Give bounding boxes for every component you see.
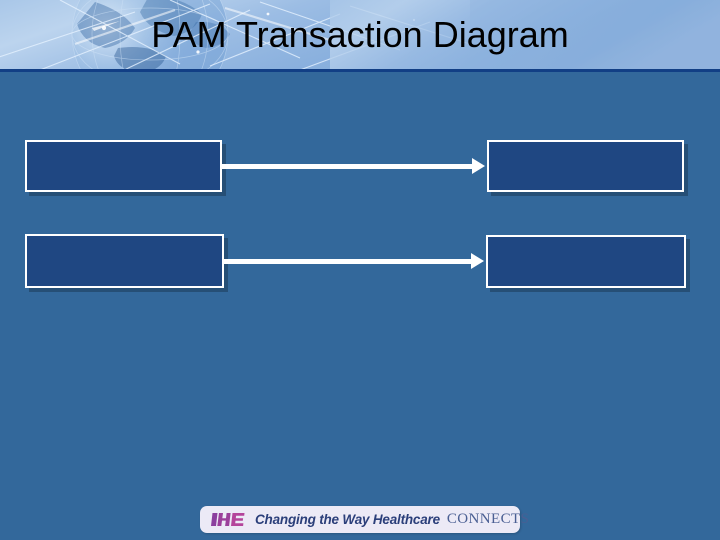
footer-tagline-main: Changing the Way Healthcare <box>255 512 440 527</box>
diagram-node-top-right[interactable] <box>487 140 684 192</box>
slide-header-banner: PAM Transaction Diagram <box>0 0 720 72</box>
diagram-edge-top-arrowhead <box>472 158 485 174</box>
diagram-node-bottom-left[interactable] <box>25 234 224 288</box>
diagram-edge-bottom-line <box>224 259 473 264</box>
footer-tagline-connects: CONNECTS <box>446 511 530 527</box>
diagram-node-bottom-right[interactable] <box>486 235 686 288</box>
diagram-edge-bottom-arrowhead <box>471 253 484 269</box>
diagram-edge-top-line <box>222 164 474 169</box>
footer-tagline-bar: Changing the Way Healthcare CONNECTS <box>200 506 529 533</box>
ihe-logo-icon <box>211 512 247 527</box>
diagram-node-top-left[interactable] <box>25 140 222 192</box>
globe-network-graphic <box>0 0 720 72</box>
page-title: PAM Transaction Diagram <box>151 14 569 55</box>
header-divider-rule <box>0 69 720 72</box>
transaction-diagram <box>0 72 720 502</box>
